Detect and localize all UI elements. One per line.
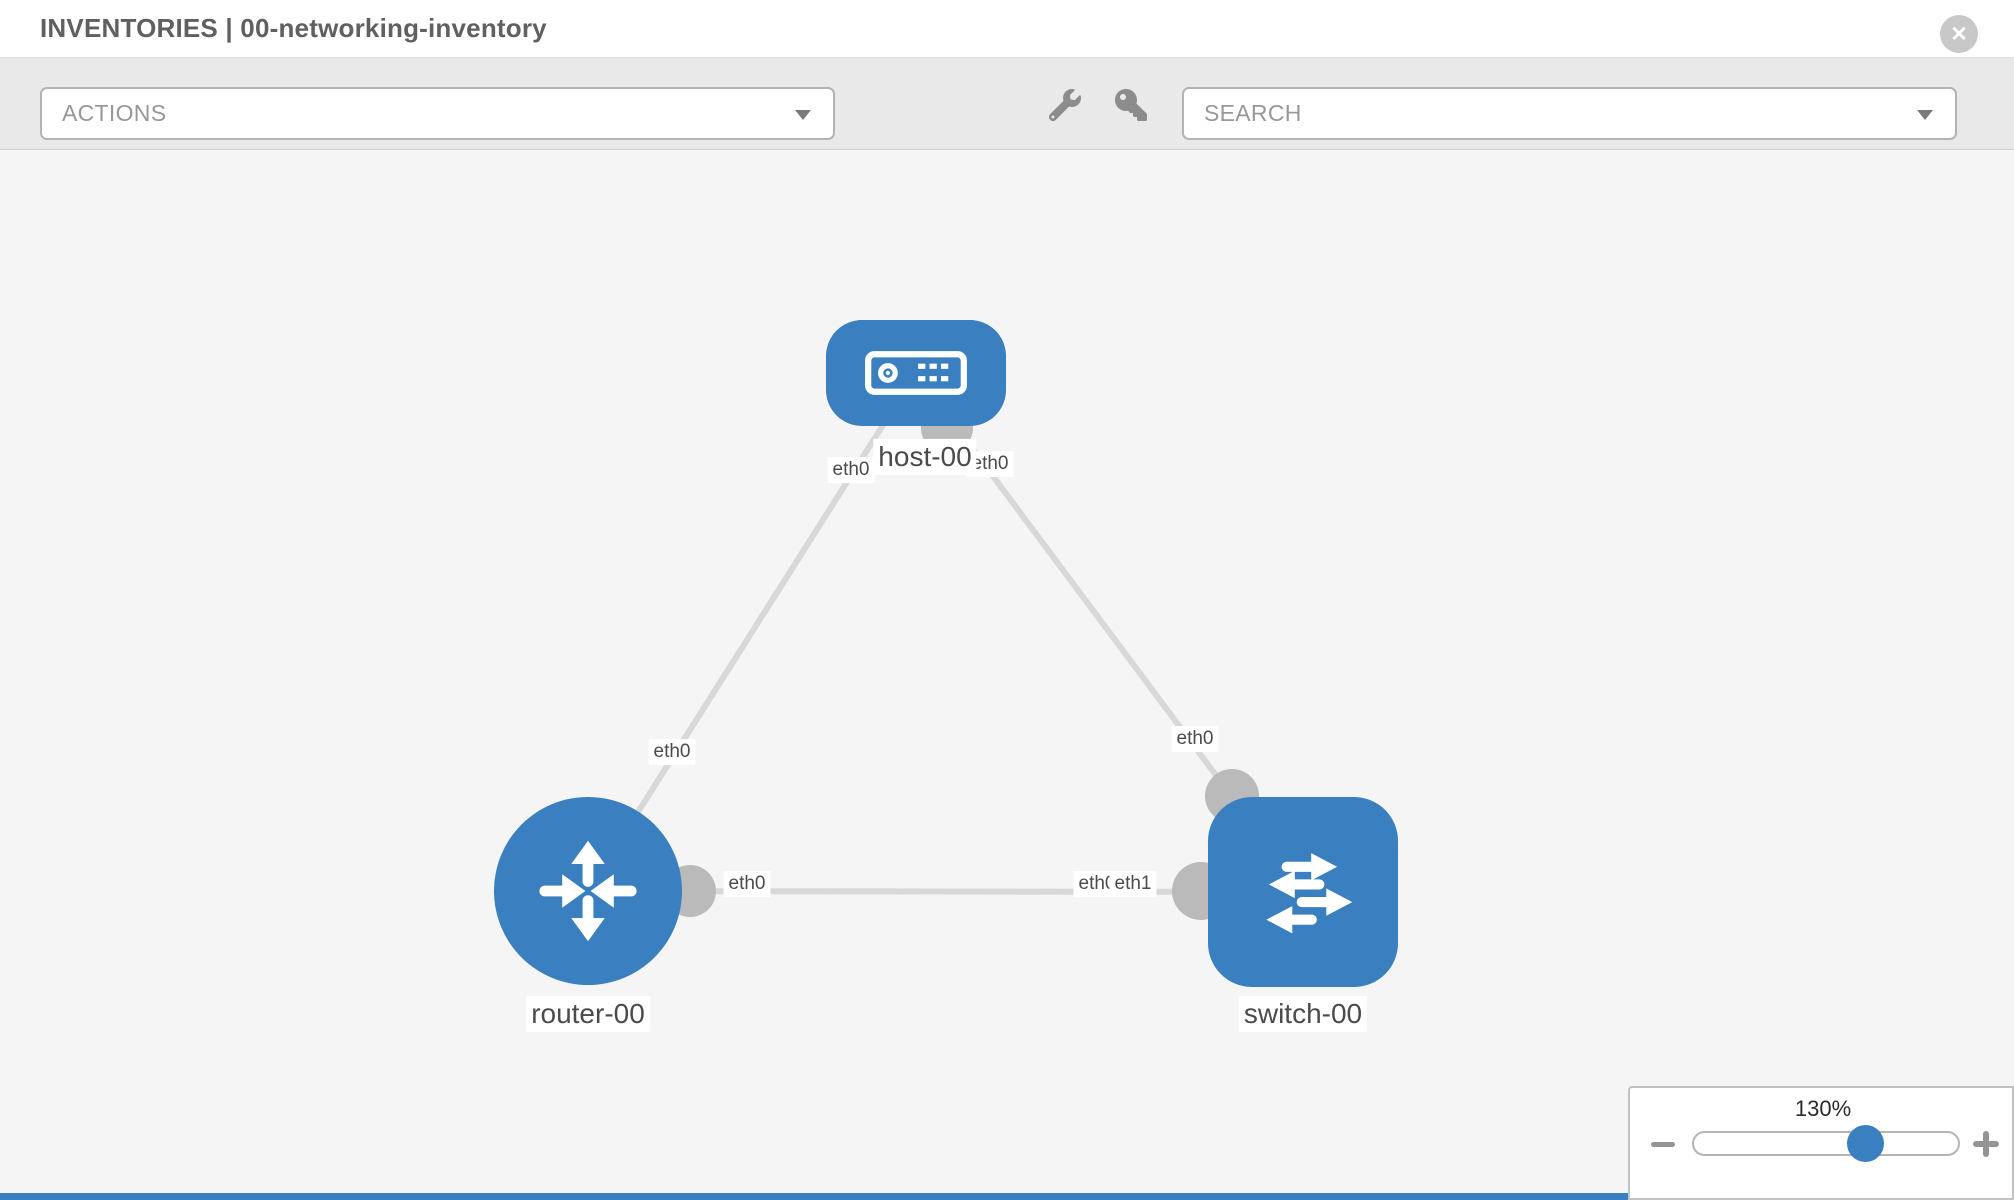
chevron-down-icon [795,110,811,120]
node-router-00[interactable] [494,797,682,985]
topology-canvas[interactable]: eth0 eth0 eth0 eth0 eth0 eth0 eth1 host-… [0,150,2014,1200]
if-label-host-eth0-left: eth0 [827,457,875,483]
actions-dropdown-label: ACTIONS [62,100,167,126]
node-label-host-00: host-00 [873,438,977,476]
if-label-router-eth0-up: eth0 [648,739,696,765]
header: INVENTORIES | 00-networking-inventory ✕ [0,0,2014,57]
zoom-slider-track[interactable] [1692,1131,1960,1156]
wrench-icon [1049,89,1081,121]
zoom-panel: 130% [1628,1086,2014,1200]
zoom-out-button[interactable] [1645,1126,1681,1162]
links-layer [585,371,1306,920]
key-icon [1115,89,1147,121]
wrench-button[interactable] [1042,82,1088,128]
zoom-slider-thumb[interactable] [1847,1125,1884,1162]
key-button[interactable] [1108,82,1154,128]
zoom-in-button[interactable] [1968,1126,2004,1162]
zoom-level: 130% [1794,1096,1852,1121]
node-host-00[interactable] [826,320,1006,426]
node-label-switch-00: switch-00 [1238,995,1368,1033]
plus-icon [1983,1131,1989,1157]
search-dropdown[interactable]: SEARCH [1182,87,1957,140]
router-icon [539,840,637,942]
bottom-accent-strip [0,1193,1628,1200]
if-label-router-eth0-mid: eth0 [723,871,771,897]
close-icon: ✕ [1950,22,1968,46]
close-button[interactable]: ✕ [1940,15,1978,53]
page-title: INVENTORIES | 00-networking-inventory [40,13,547,43]
chevron-down-icon [1917,110,1933,120]
if-label-switch-eth1: eth1 [1109,871,1157,897]
switch-icon [1266,853,1353,934]
actions-dropdown[interactable]: ACTIONS [40,87,835,140]
node-switch-00[interactable] [1208,797,1398,987]
toolbar: ACTIONS SEARCH [0,57,2014,150]
minus-icon [1651,1142,1675,1147]
node-label-router-00: router-00 [526,995,650,1033]
search-dropdown-label: SEARCH [1204,100,1302,126]
server-icon [865,351,967,395]
if-label-switch-eth0-up: eth0 [1171,726,1219,752]
